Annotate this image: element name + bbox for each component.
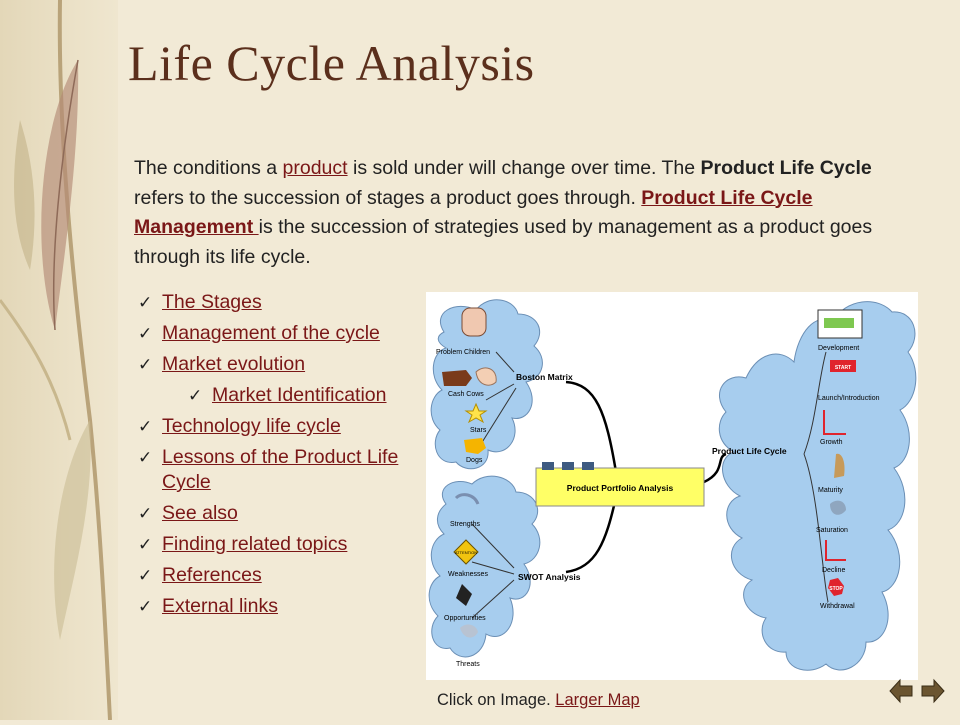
check-icon: ✓ [188,386,203,405]
intro-text-2: is sold under will change over time. The [347,157,701,179]
leaf-stem-illustration [0,0,112,721]
slide-navigation [888,676,946,706]
intro-text-4: is the succession of strategies used by … [134,216,873,268]
swot-item-4: Threats [456,661,480,668]
nav-link-references[interactable]: References [162,564,262,586]
image-caption: Click on Image. Larger Map [437,691,640,710]
plc-item-3: Growth [820,439,843,446]
plc-item-2: Launch/Introduction [818,395,880,402]
attention-sign-text: ATTENTION [455,550,477,555]
nav-link-technology[interactable]: Technology life cycle [162,415,341,437]
check-icon: ✓ [138,293,153,312]
plc-item-5: Saturation [816,527,848,534]
nav-item-lessons: ✓ Lessons of the Product Life Cycle [136,445,406,495]
plc-term: Product Life Cycle [700,157,872,179]
plc-cloud [718,301,917,671]
plc-item-6: Decline [822,567,845,574]
decorative-leaf-band [0,0,118,721]
nav-link-management[interactable]: Management of the cycle [162,322,380,344]
mind-map-image[interactable]: Product Portfolio Analysis Problem Child… [426,292,918,680]
nav-item-the-stages: ✓ The Stages [136,290,406,315]
swot-item-3: Opportunities [444,615,486,622]
topic-nav-list: ✓ The Stages ✓ Management of the cycle ✓ Ma… [136,290,406,625]
nav-link-lessons[interactable]: Lessons of the Product Life Cycle [162,446,399,493]
swot-item-1: Strengths [450,521,480,528]
plc-item-7: Withdrawal [820,603,855,610]
check-icon: ✓ [138,355,153,374]
nav-link-market-identification[interactable]: Market Identification [212,384,387,406]
start-sign-text: START [835,365,851,371]
nav-item-finding: ✓ Finding related topics [136,532,406,557]
swot-cloud [428,475,541,658]
nav-link-the-stages[interactable]: The Stages [162,291,262,313]
boston-item-3: Stars [470,427,487,434]
check-icon: ✓ [138,324,153,343]
boston-item-4: Dogs [466,457,483,464]
check-icon: ✓ [138,597,153,616]
intro-text-1: The conditions a [134,157,283,179]
nav-item-technology: ✓ Technology life cycle [136,414,406,439]
boston-item-1: Problem Children [436,349,490,356]
product-link[interactable]: product [282,157,348,179]
nav-link-finding[interactable]: Finding related topics [162,533,348,555]
check-icon: ✓ [138,535,153,554]
plc-management-link[interactable]: Product Life Cycle Management [134,186,813,239]
center-node-label: Product Portfolio Analysis [567,483,674,493]
stop-sign-text: STOP [829,586,843,592]
plc-item-4: Maturity [818,487,843,494]
check-icon: ✓ [138,417,153,436]
check-icon: ✓ [138,566,153,585]
boston-title: Boston Matrix [516,372,573,382]
nav-item-see-also: ✓ See also [136,501,406,526]
check-icon: ✓ [138,504,153,523]
mind-map-svg: Product Portfolio Analysis Problem Child… [428,299,917,671]
nav-link-external[interactable]: External links [162,595,278,617]
nav-item-references: ✓ References [136,563,406,588]
page-title: Life Cycle Analysis [128,35,535,91]
swot-item-2: Weaknesses [448,571,488,578]
check-icon: ✓ [138,448,153,467]
plc-item-1: Development [818,345,859,352]
nav-item-external: ✓ External links [136,594,406,619]
center-node-box [535,467,705,507]
larger-map-link[interactable]: Larger Map [555,691,640,709]
boston-item-2: Cash Cows [448,391,484,398]
nav-item-management: ✓ Management of the cycle [136,321,406,346]
nav-link-see-also[interactable]: See also [162,502,238,524]
nav-item-market-identification: ✓ Market Identification [136,383,406,408]
previous-slide-arrow-icon[interactable] [888,676,914,706]
nav-link-market-evolution[interactable]: Market evolution [162,353,306,375]
nav-item-market-evolution: ✓ Market evolution [136,352,406,377]
swot-title: SWOT Analysis [518,572,581,582]
intro-paragraph: The conditions a product is sold under w… [134,154,924,272]
plc-title: Product Life Cycle [712,446,787,456]
intro-text-3: refers to the succession of stages a pro… [134,186,642,209]
caption-text: Click on Image. [437,691,556,709]
next-slide-arrow-icon[interactable] [920,676,946,706]
